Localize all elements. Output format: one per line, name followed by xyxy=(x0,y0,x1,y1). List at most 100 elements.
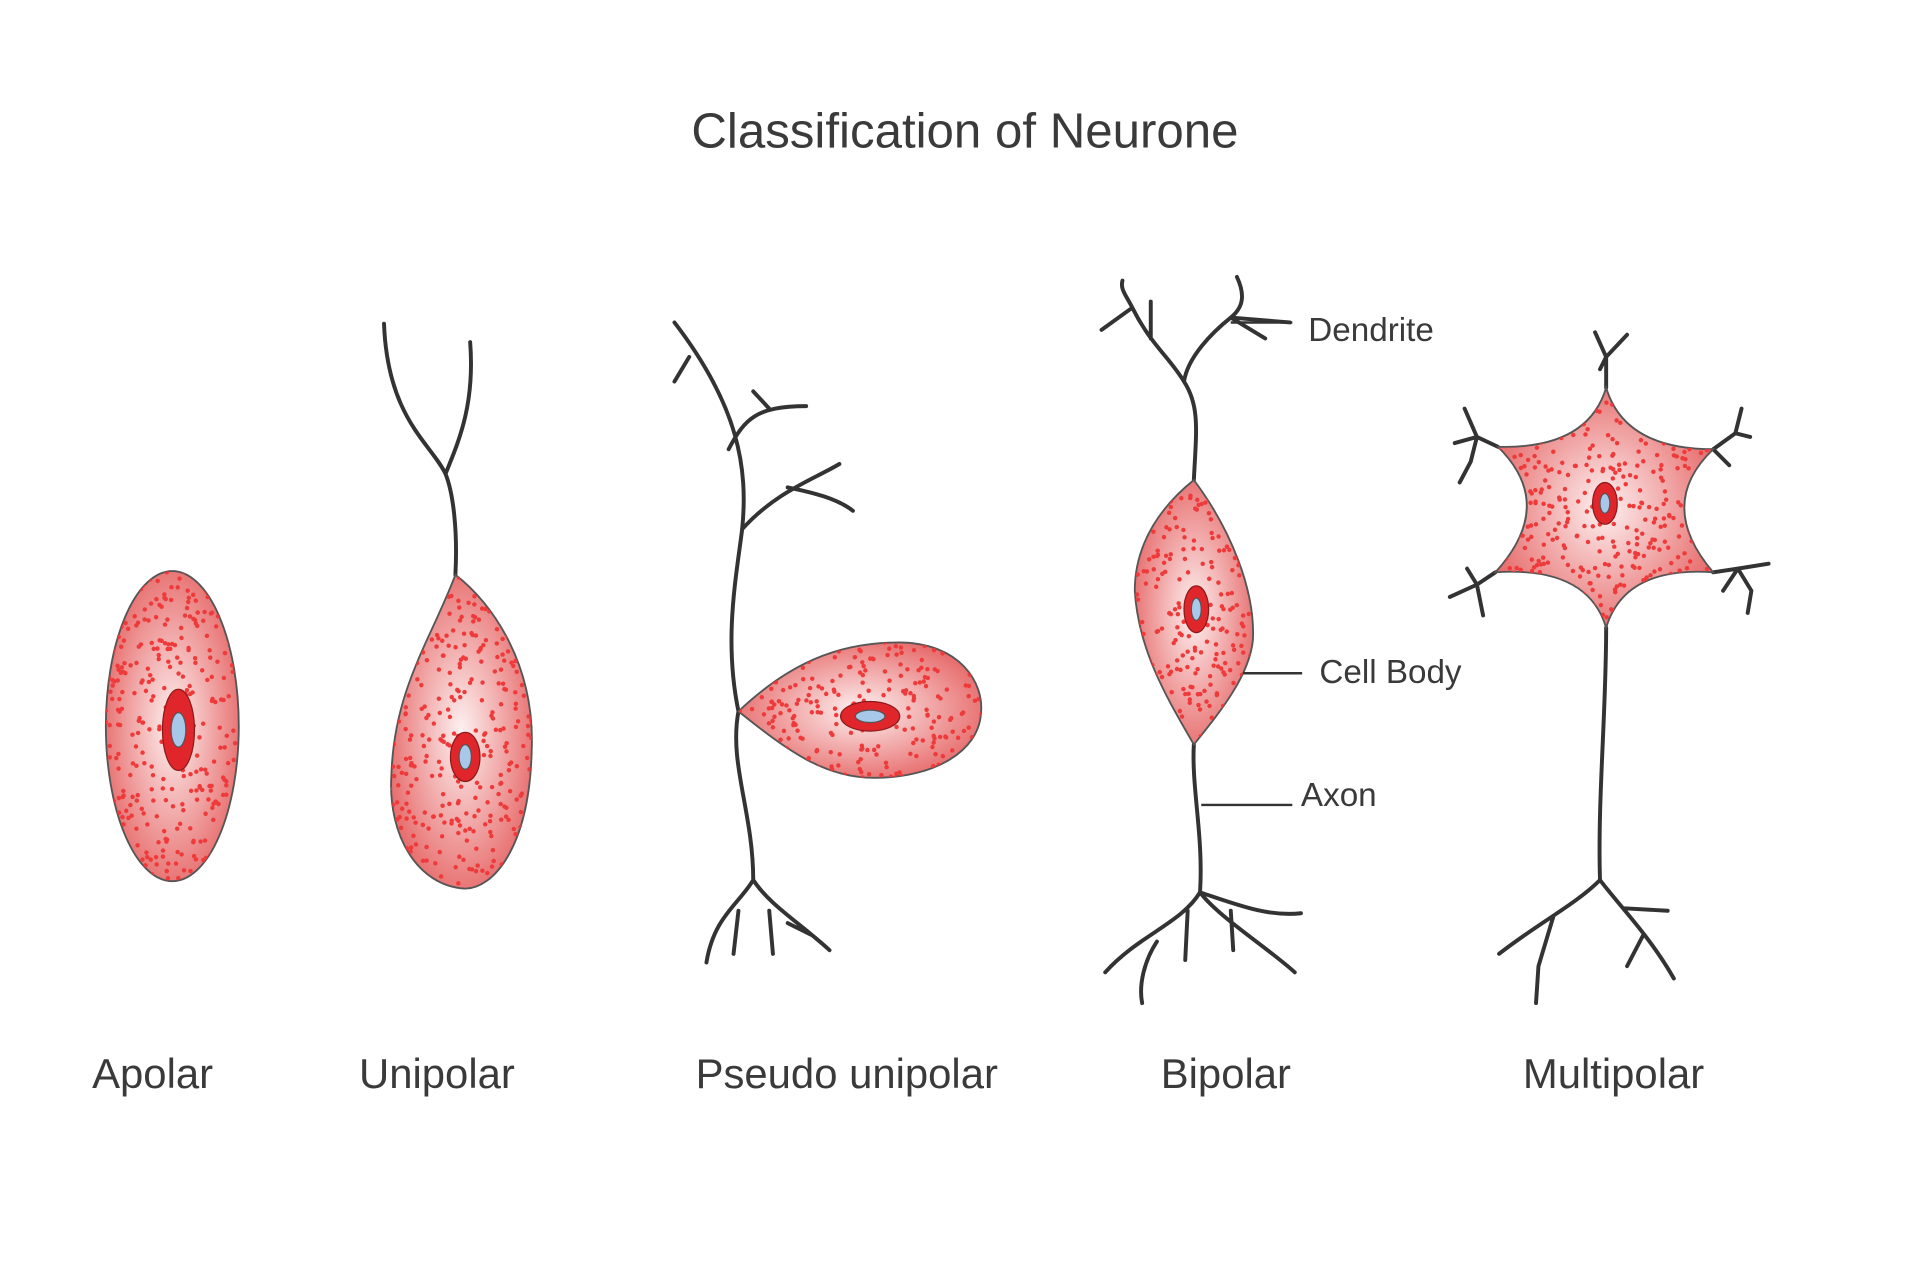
granule-dot xyxy=(834,721,839,727)
granule-dot xyxy=(1161,560,1167,566)
granule-dot xyxy=(1218,729,1223,734)
granule-dot xyxy=(393,593,398,598)
granule-dot xyxy=(464,811,469,816)
pseudo-unipolar-label: Pseudo unipolar xyxy=(696,1050,998,1097)
granule-dot xyxy=(403,711,408,716)
granule-dot xyxy=(931,719,937,724)
granule-dot xyxy=(530,707,532,712)
granule-dot xyxy=(1647,601,1652,607)
granule-dot xyxy=(457,854,462,859)
granule-dot xyxy=(968,751,974,757)
granule-dot xyxy=(471,619,476,624)
granule-dot xyxy=(429,773,435,779)
granule-dot xyxy=(180,802,185,807)
granule-dot xyxy=(1229,590,1235,596)
granule-dot xyxy=(513,706,518,711)
granule-dot xyxy=(1135,572,1140,577)
granule-dot xyxy=(472,814,477,819)
granule-dot xyxy=(142,878,148,882)
granule-dot xyxy=(195,610,200,615)
granule-dot xyxy=(146,679,152,685)
granule-dot xyxy=(527,767,532,772)
granule-dot xyxy=(858,756,863,762)
granule-dot xyxy=(1534,445,1540,450)
granule-dot xyxy=(484,743,490,749)
granule-dot xyxy=(1573,392,1579,398)
granule-dot xyxy=(1710,462,1714,468)
granule-dot xyxy=(1514,527,1519,533)
granule-dot xyxy=(420,574,425,580)
granule-dot xyxy=(511,663,516,669)
granule-dot xyxy=(1145,718,1151,724)
granule-dot xyxy=(156,840,161,845)
granule-dot xyxy=(1675,618,1680,623)
granule-dot xyxy=(181,773,187,779)
granule-dot xyxy=(403,657,409,662)
granule-dot xyxy=(472,602,477,607)
granule-dot xyxy=(504,741,509,746)
granule-dot xyxy=(1193,671,1198,676)
granule-dot xyxy=(760,741,765,746)
granule-dot xyxy=(134,826,139,831)
granule-dot xyxy=(1152,480,1157,486)
granule-dot xyxy=(1507,565,1512,571)
granule-dot xyxy=(179,852,184,857)
granule-dot xyxy=(401,577,407,582)
granule-dot xyxy=(402,682,408,687)
granule-dot xyxy=(1652,537,1658,543)
granule-dot xyxy=(162,595,167,601)
granule-dot xyxy=(439,766,444,771)
granule-dot xyxy=(1577,392,1582,398)
granule-dot xyxy=(391,841,395,847)
granule-dot xyxy=(1652,516,1658,521)
granule-dot xyxy=(191,592,196,598)
granule-dot xyxy=(162,641,168,646)
granule-dot xyxy=(887,678,892,683)
granule-dot xyxy=(519,682,525,688)
granule-dot xyxy=(405,629,411,634)
granule-dot xyxy=(204,771,209,776)
granule-dot xyxy=(1538,490,1543,495)
granule-dot xyxy=(1526,616,1532,621)
granule-dot xyxy=(114,613,119,618)
granule-dot xyxy=(836,692,841,698)
granule-dot xyxy=(222,650,228,656)
granule-dot xyxy=(919,657,925,663)
granule-dot xyxy=(1652,569,1657,574)
granule-dot xyxy=(931,733,936,739)
granule-dot xyxy=(1623,411,1629,416)
granule-dot xyxy=(920,738,926,743)
granule-dot xyxy=(215,864,220,870)
granule-dot xyxy=(184,688,190,693)
granule-dot xyxy=(914,753,919,759)
granule-dot xyxy=(1657,547,1662,552)
granule-dot xyxy=(1227,547,1232,553)
granule-dot xyxy=(1554,603,1560,608)
granule-dot xyxy=(492,669,498,674)
granule-dot xyxy=(922,674,928,680)
granule-dot xyxy=(1191,546,1196,551)
granule-dot xyxy=(746,645,751,651)
granule-dot xyxy=(229,663,235,668)
granule-dot xyxy=(404,801,409,806)
bipolar-axon xyxy=(1103,742,1303,1006)
granule-dot xyxy=(488,753,493,759)
granule-dot xyxy=(1508,601,1513,606)
granule-dot xyxy=(186,647,191,653)
granule-dot xyxy=(1177,577,1182,582)
granule-dot xyxy=(1239,557,1244,563)
granule-dot xyxy=(197,573,202,578)
granule-dot xyxy=(1679,523,1685,528)
granule-dot xyxy=(1168,504,1174,510)
granule-dot xyxy=(1134,705,1138,711)
granule-dot xyxy=(485,800,490,805)
granule-dot xyxy=(222,745,227,750)
granule-dot xyxy=(424,658,430,663)
granule-dot xyxy=(1584,509,1590,514)
granule-dot xyxy=(748,642,754,646)
granule-dot xyxy=(529,720,532,725)
granule-dot xyxy=(118,644,124,649)
granule-dot xyxy=(1522,545,1528,551)
granule-dot xyxy=(1698,450,1704,456)
